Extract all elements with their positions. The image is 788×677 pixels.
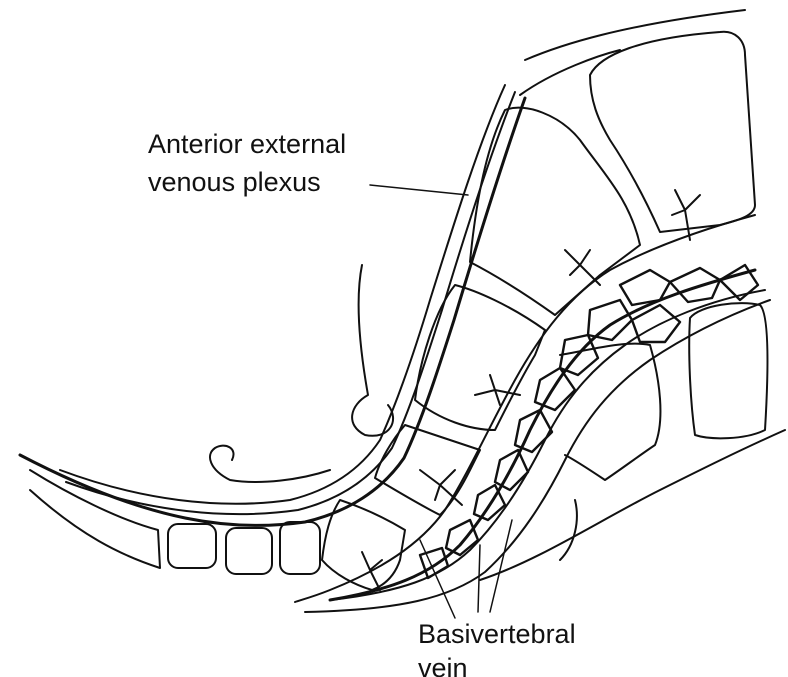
- vertebra-body-2: [470, 108, 640, 315]
- branch-vein-3: [475, 375, 520, 405]
- lower-disc-left: [30, 470, 160, 568]
- label-anterior-external-line2: venous plexus: [148, 166, 321, 198]
- vertebra-body-3: [415, 285, 545, 430]
- venous-cell-4: [588, 300, 632, 340]
- venous-cell-7: [535, 368, 575, 410]
- venous-cell-8: [515, 410, 552, 452]
- canal-bottom-line: [330, 290, 765, 600]
- nerve-root-loop: [352, 265, 393, 436]
- posterior-contour-inner: [560, 500, 577, 560]
- label-basivertebral-line1: Basivertebral: [418, 618, 576, 650]
- spinous-process-upper: [689, 303, 767, 438]
- leader-line-basivertebral-2: [478, 545, 480, 612]
- venous-cell-2: [670, 268, 720, 302]
- nerve-root-curl: [210, 446, 330, 482]
- anterior-band-inner: [20, 98, 525, 526]
- lower-vertebra-1: [168, 524, 216, 568]
- lower-vertebra-2: [226, 528, 272, 574]
- vertebra-body-1: [590, 32, 755, 232]
- posterior-contour-lower: [480, 430, 785, 580]
- venous-trunk: [330, 270, 755, 600]
- nerve-root: [210, 265, 393, 482]
- label-basivertebral-line2: vein: [418, 652, 468, 677]
- venous-cell-11: [446, 520, 478, 555]
- leader-line-basivertebral-3: [490, 520, 512, 612]
- outer-contour: [525, 10, 745, 60]
- venous-cell-12: [420, 548, 448, 578]
- branch-vein-4: [420, 470, 462, 505]
- branch-vein-2: [565, 250, 600, 285]
- leader-line-anterior: [370, 185, 468, 195]
- vertebra-body-4: [375, 425, 480, 515]
- canal-top-line: [295, 215, 755, 602]
- lower-vertebra-3: [280, 522, 320, 574]
- label-anterior-external-line1: Anterior external: [148, 128, 346, 160]
